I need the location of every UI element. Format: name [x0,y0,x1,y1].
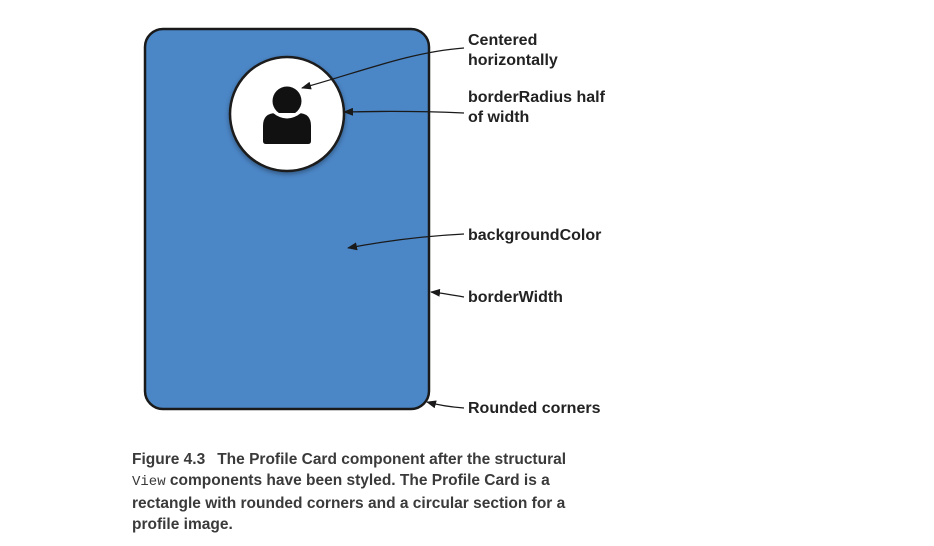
figure-number: Figure 4.3 [132,451,206,468]
callout-rounded-corners: Rounded corners [468,400,601,417]
caption-code-word: View [132,474,166,490]
callout-border-radius-line2: of width [468,109,529,126]
caption-text-part1: The Profile Card component after the str… [217,451,567,468]
background-color-arrow [347,233,465,251]
profile-card [143,27,431,411]
callout-background-color: backgroundColor [468,227,601,244]
callout-border-radius-line1: borderRadius half [468,89,606,106]
person-icon [263,86,311,144]
border-width-arrow [430,288,465,298]
callout-border-width: borderWidth [468,289,563,306]
centered-horizontally-arrow [301,47,465,90]
figure-caption: Figure 4.3 The Profile Card component aft… [132,449,592,535]
callout-centered-line2: horizontally [468,52,558,69]
rounded-corners-arrow [426,400,465,409]
caption-text-part2: components have been styled. The Profile… [132,472,566,533]
callout-centered-line1: Centered [468,32,537,49]
border-radius-arrow [343,107,465,116]
